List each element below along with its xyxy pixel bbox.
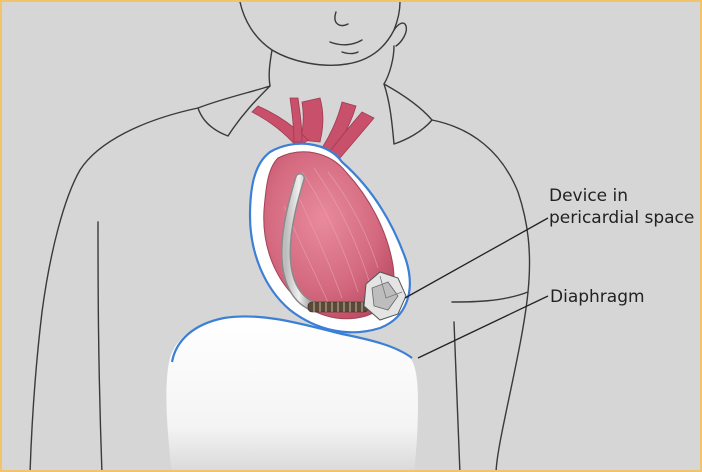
device-label: Device in pericardial space [549, 185, 694, 229]
device-label-line1: Device in [549, 185, 694, 207]
diaphragm [166, 316, 418, 472]
diaphragm-leader-line [418, 296, 548, 358]
lead-coil [308, 302, 368, 312]
diaphragm-label: Diaphragm [550, 286, 645, 308]
device-leader-line [405, 218, 548, 298]
device-label-line2: pericardial space [549, 207, 694, 229]
